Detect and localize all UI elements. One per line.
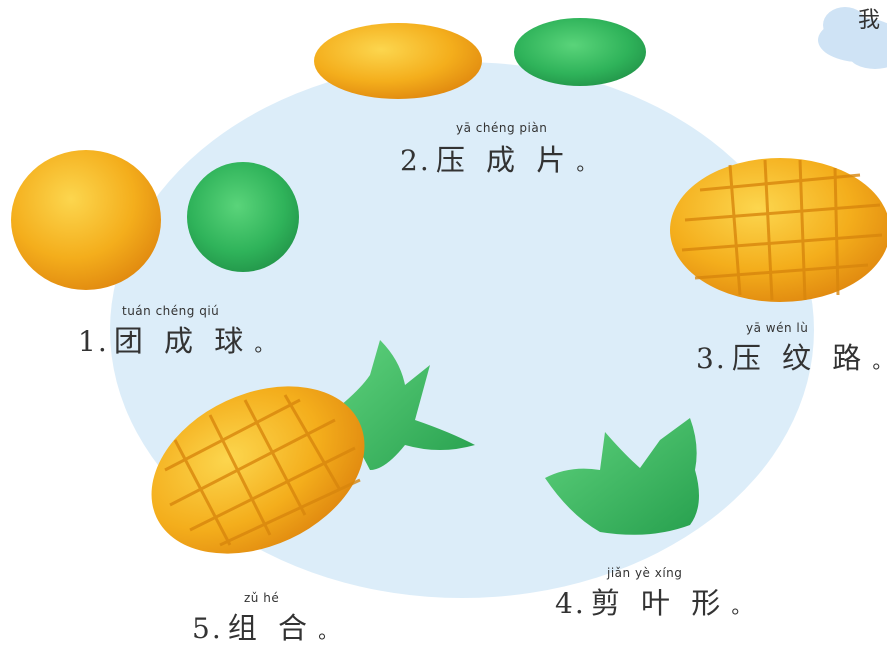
step-2-pinyin: yā chéng piàn bbox=[456, 121, 548, 135]
green-disc bbox=[514, 18, 646, 86]
green-ball bbox=[187, 162, 299, 272]
step-1-pinyin: tuán chéng qiú bbox=[122, 304, 220, 318]
cloud-decoration bbox=[818, 7, 887, 69]
step-4-period: 。 bbox=[731, 594, 752, 618]
step-3-text: 压 纹 路 bbox=[731, 341, 868, 375]
step-4-number: 4. bbox=[555, 587, 586, 620]
step-5-pinyin: zǔ hé bbox=[244, 591, 280, 605]
orange-ball bbox=[11, 150, 161, 290]
step-1-caption: tuán chéng qiú 1. 团 成 球 。 bbox=[78, 304, 275, 360]
orange-disc bbox=[314, 23, 482, 99]
step-5-period: 。 bbox=[318, 619, 339, 643]
step-3-caption: yā wén lù 3. 压 纹 路 。 bbox=[696, 321, 887, 377]
step-2-caption: yā chéng piàn 2. 压 成 片 。 bbox=[400, 121, 597, 179]
textured-orange-disc bbox=[670, 158, 887, 302]
step-1-period: 。 bbox=[254, 332, 275, 356]
step-2-text: 压 成 片 bbox=[435, 143, 572, 177]
step-5-number: 5. bbox=[192, 612, 223, 645]
step-4-pinyin: jiǎn yè xíng bbox=[607, 566, 683, 580]
pineapple bbox=[151, 340, 475, 554]
step-5-text: 组 合 bbox=[227, 611, 314, 645]
step-4-text: 剪 叶 形 bbox=[590, 586, 727, 620]
step-3-period: 。 bbox=[872, 349, 887, 373]
step-2-period: 。 bbox=[576, 151, 597, 175]
step-3-number: 3. bbox=[696, 342, 727, 375]
step-1-number: 1. bbox=[78, 325, 109, 358]
corner-character: 我 bbox=[858, 8, 881, 33]
step-2-number: 2. bbox=[400, 144, 431, 177]
step-5-caption: zǔ hé 5. 组 合 。 bbox=[192, 591, 339, 647]
step-1-text: 团 成 球 bbox=[113, 324, 250, 358]
leaf-shape bbox=[545, 418, 699, 535]
step-4-caption: jiǎn yè xíng 4. 剪 叶 形 。 bbox=[555, 566, 752, 622]
step-3-pinyin: yā wén lù bbox=[746, 321, 809, 335]
